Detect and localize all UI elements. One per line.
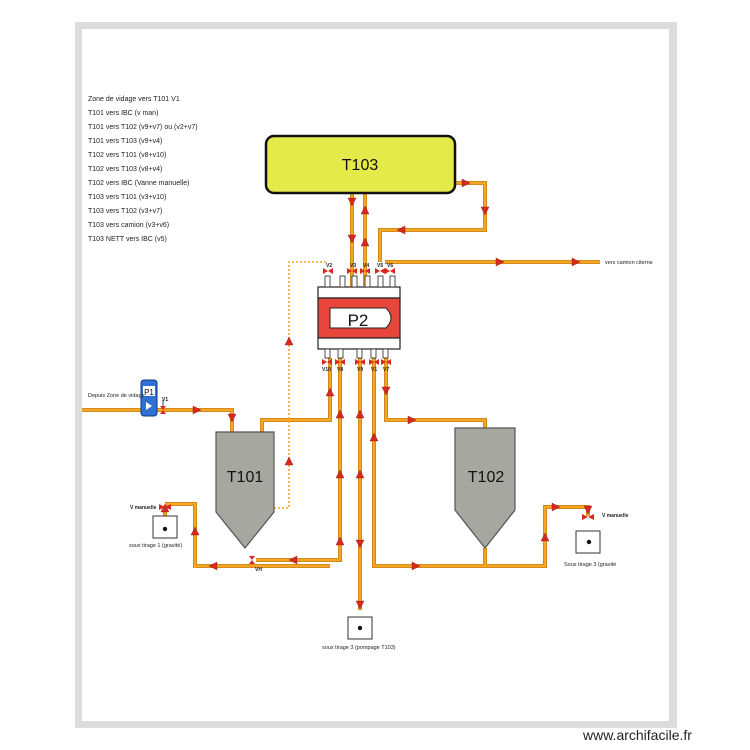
valve-v8-label: V8 bbox=[337, 367, 343, 373]
valve-v7-label: V7 bbox=[383, 367, 389, 373]
valve-v3-label: V3 bbox=[350, 263, 356, 269]
legend: Zone de vidage vers T101 V1 T101 vers IB… bbox=[88, 96, 198, 243]
valve-v6-label: V6 bbox=[387, 263, 393, 269]
valve-vh[interactable]: VH bbox=[249, 556, 262, 573]
arrow-down bbox=[355, 539, 365, 549]
manual-valve-right-label: V manuelle bbox=[602, 513, 629, 519]
arrow-up bbox=[369, 432, 379, 442]
soutirage-1-label: soux tirage 1 (gravité) bbox=[129, 543, 182, 549]
valve-vh-label: VH bbox=[255, 567, 262, 573]
ibc-left[interactable] bbox=[152, 515, 178, 539]
manual-valve-left[interactable]: V manuelle bbox=[130, 504, 171, 511]
pump-p1-arrow-icon bbox=[146, 402, 152, 410]
arrow-left bbox=[396, 225, 406, 235]
arrow-right bbox=[192, 405, 202, 415]
legend-line: T103 NETT vers IBC (v5) bbox=[88, 236, 167, 243]
arrow-down bbox=[347, 234, 357, 244]
valves-bottom: V10 V8 V9 V1 V7 bbox=[322, 359, 391, 373]
flow-arrows bbox=[160, 178, 593, 610]
tank-t101[interactable]: T101 bbox=[215, 431, 275, 549]
pump-p1-label: P1 bbox=[144, 388, 154, 397]
valve-icon bbox=[347, 268, 352, 274]
valve-v2-label: V2 bbox=[326, 263, 332, 269]
valve-v1b-label: V1 bbox=[371, 367, 377, 373]
valve-icon bbox=[381, 359, 386, 365]
arrow-up bbox=[355, 469, 365, 479]
depuis-zone-label: Depuis Zone de vidage bbox=[88, 393, 145, 399]
arrow-up bbox=[335, 536, 345, 546]
manual-valve-left-label: V manuelle bbox=[130, 505, 157, 511]
valve-v5-label: V5 bbox=[377, 263, 383, 269]
tank-t102[interactable]: T102 bbox=[454, 427, 516, 549]
arrow-up bbox=[360, 205, 370, 215]
arrow-up bbox=[335, 469, 345, 479]
watermark: www.archifacile.fr bbox=[582, 727, 692, 743]
legend-line: T102 vers T101 (v8+v10) bbox=[88, 152, 166, 159]
arrow-up bbox=[540, 532, 550, 542]
valve-icon bbox=[369, 359, 374, 365]
arrow-down bbox=[381, 386, 391, 396]
arrow-down bbox=[355, 600, 365, 610]
valve-v9-label: V9 bbox=[357, 367, 363, 373]
tank-t103-label: T103 bbox=[342, 157, 379, 174]
pump-p2-label: P2 bbox=[348, 311, 369, 330]
legend-line: T101 vers T102 (v9+v7) ou (v2+v7) bbox=[88, 124, 198, 131]
legend-line: T103 vers T101 (v3+v10) bbox=[88, 194, 166, 201]
arrow-right bbox=[551, 502, 561, 512]
valves-top: V2 V3 V4 V5 V6 bbox=[323, 263, 395, 274]
arrow-right bbox=[411, 561, 421, 571]
pump-p1[interactable]: P1 bbox=[140, 379, 158, 417]
valve-icon bbox=[385, 268, 390, 274]
arrow-up bbox=[355, 409, 365, 419]
arrow-right bbox=[461, 178, 471, 188]
valve-icon bbox=[375, 268, 380, 274]
arrow-up bbox=[284, 336, 294, 346]
arrow-up bbox=[335, 409, 345, 419]
valve-v1-label: V1 bbox=[162, 397, 168, 403]
valve-v10-label: V10 bbox=[322, 367, 331, 373]
valve-v1[interactable]: V1 bbox=[160, 397, 168, 414]
legend-line: Zone de vidage vers T101 V1 bbox=[88, 96, 180, 103]
arrow-up bbox=[190, 526, 200, 536]
arrow-left bbox=[208, 561, 218, 571]
arrow-down bbox=[227, 413, 237, 423]
legend-line: T101 vers IBC (v man) bbox=[88, 110, 158, 117]
legend-line: T102 vers IBC (Vanne manuelle) bbox=[88, 180, 189, 187]
valve-icon bbox=[323, 268, 328, 274]
legend-line: T103 vers T102 (v3+v7) bbox=[88, 208, 162, 215]
arrow-up bbox=[284, 456, 294, 466]
valve-icon bbox=[360, 268, 365, 274]
ibc-bottom[interactable] bbox=[347, 616, 373, 640]
arrow-right bbox=[495, 257, 505, 267]
arrow-down bbox=[347, 197, 357, 207]
arrow-right bbox=[571, 257, 581, 267]
arrow-up bbox=[360, 237, 370, 247]
tank-t102-label: T102 bbox=[468, 469, 505, 486]
legend-line: T101 vers T103 (v9+v4) bbox=[88, 138, 162, 145]
arrow-right bbox=[407, 415, 417, 425]
arrow-up bbox=[325, 387, 335, 397]
legend-line: T103 vers camion (v3+v6) bbox=[88, 222, 169, 229]
ibc-right[interactable] bbox=[575, 530, 601, 554]
valve-icon bbox=[355, 359, 360, 365]
manual-valve-right[interactable]: V manuelle bbox=[582, 513, 629, 520]
pump-p2[interactable]: P2 bbox=[317, 275, 401, 359]
arrow-down bbox=[583, 505, 593, 515]
tank-t101-label: T101 bbox=[227, 469, 264, 486]
soutirage-3-right-label: Sous tirage 3 (gravité bbox=[564, 562, 616, 568]
valve-v4-label: V4 bbox=[363, 263, 369, 269]
arrow-left bbox=[288, 555, 298, 565]
tank-t103[interactable]: T103 bbox=[264, 134, 457, 195]
arrow-down bbox=[480, 206, 490, 216]
vers-camion-label: vers camion citerne bbox=[605, 260, 653, 266]
legend-line: T102 vers T103 (v8+v4) bbox=[88, 166, 162, 173]
soutirage-3-bottom-label: soux tirage 3 (pompage T103) bbox=[322, 645, 396, 651]
valve-icon bbox=[335, 359, 340, 365]
valve-icon bbox=[322, 359, 327, 365]
